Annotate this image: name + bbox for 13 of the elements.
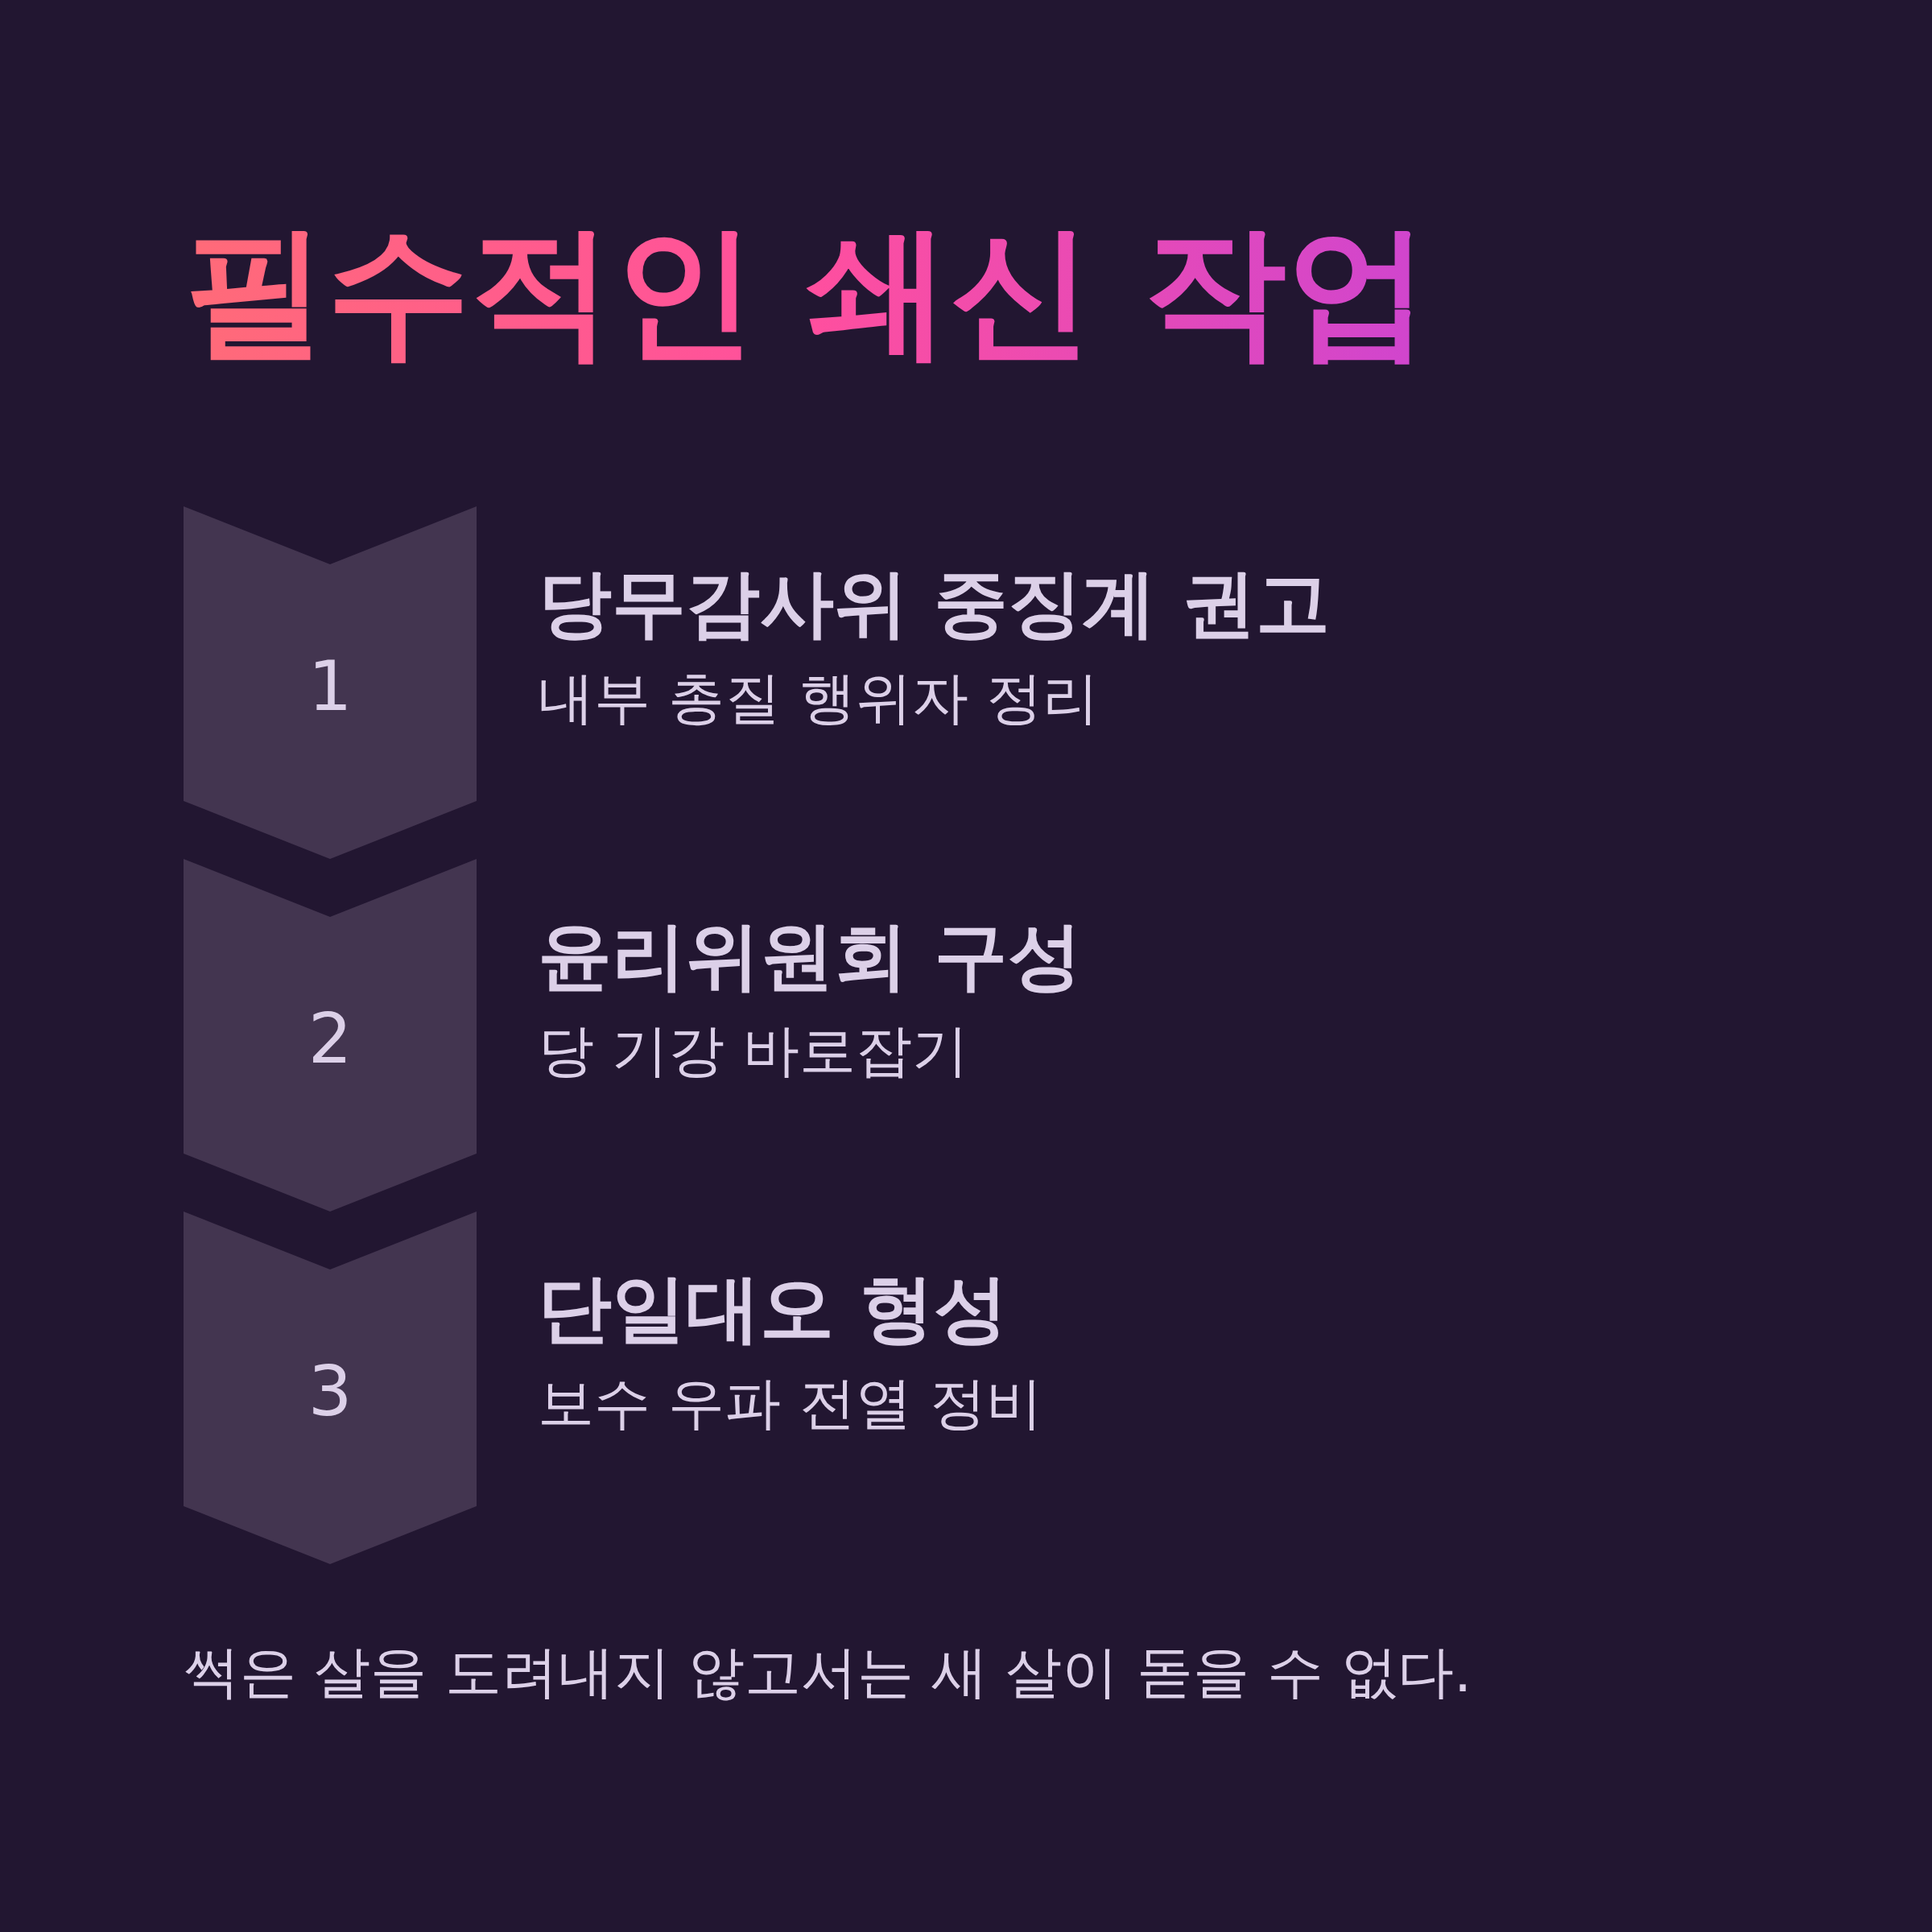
step-description: 보수 우파 전열 정비	[538, 1369, 1042, 1437]
step-number: 3	[307, 1356, 353, 1426]
step-number: 2	[307, 1004, 353, 1073]
chevron-step	[184, 859, 477, 1212]
step-heading: 윤리위원회 구성	[538, 912, 1083, 1001]
step-description: 내부 총질 행위자 정리	[538, 664, 1099, 732]
chevron-step	[184, 506, 477, 859]
step-number: 1	[307, 651, 353, 720]
chevron-step	[184, 1212, 477, 1564]
step-heading: 단일대오 형성	[538, 1265, 1009, 1353]
quote-text: 썩은 살을 도려내지 않고서는 새 살이 돋을 수 없다.	[184, 1638, 1472, 1706]
step-heading: 당무감사위 중징계 권고	[538, 559, 1331, 648]
step-description: 당 기강 바로잡기	[538, 1017, 968, 1084]
